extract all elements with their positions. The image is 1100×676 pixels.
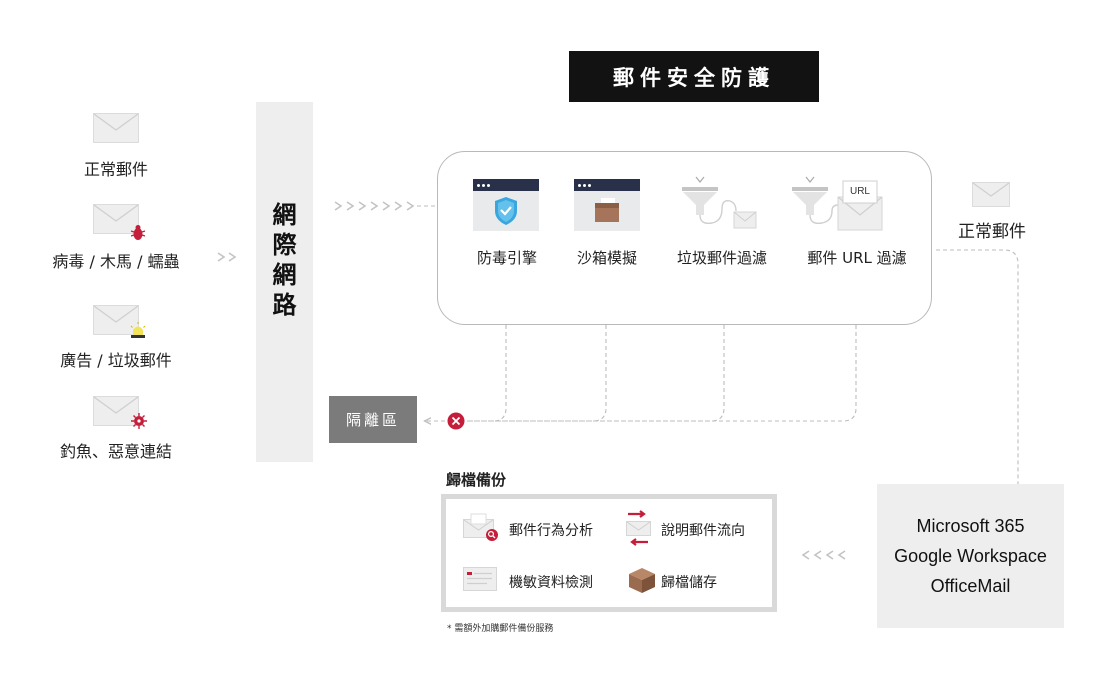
drop-line-3 <box>467 283 725 422</box>
drop-line-4 <box>467 283 857 422</box>
step-label-url-filter: 郵件 URL 過濾 <box>807 249 907 267</box>
bug-icon <box>130 225 146 240</box>
chevrons-to-protection <box>334 201 415 211</box>
internet-column <box>256 102 313 462</box>
source-label-spam: 廣告 / 垃圾郵件 <box>60 351 172 370</box>
chevrons-to-archive <box>801 550 846 560</box>
archive-item-storage: 歸檔儲存 <box>661 575 717 591</box>
funnel-url-icon <box>792 176 883 231</box>
shield-check-icon <box>473 179 539 231</box>
archive-item-flow: 說明郵件流向 <box>661 523 745 539</box>
source-label-virus: 病毒 / 木馬 / 蠕蟲 <box>52 252 180 271</box>
quarantine-box: 隔離區 <box>329 396 417 443</box>
internet-label: 網 際 網 路 <box>272 201 297 319</box>
archive-note: * 需額外加購郵件備份服務 <box>447 624 554 634</box>
archive-box <box>441 494 777 612</box>
envelope-search-icon <box>463 513 498 541</box>
envelope-flow-icon <box>626 510 651 546</box>
provider-officemail: OfficeMail <box>930 575 1011 596</box>
step-label-sandbox: 沙箱模擬 <box>576 249 637 267</box>
archive-box-icon <box>629 568 655 593</box>
sandbox-box-icon <box>574 179 640 231</box>
page-title: 郵件安全防護 <box>569 51 819 102</box>
envelope-icon <box>93 113 139 143</box>
url-badge: URL <box>849 186 870 197</box>
malware-icon <box>131 413 147 429</box>
provider-microsoft-365: Microsoft 365 <box>916 515 1025 536</box>
drop-line-1 <box>467 283 507 422</box>
reject-x-icon <box>447 412 465 430</box>
envelope-icon <box>93 204 139 234</box>
step-label-antivirus: 防毒引擎 <box>476 249 537 267</box>
source-label-phishing: 釣魚、惡意連結 <box>59 442 172 461</box>
archive-title: 歸檔備份 <box>446 471 507 489</box>
envelope-icon <box>93 305 139 335</box>
document-scan-icon <box>463 567 497 591</box>
output-label: 正常郵件 <box>958 222 1026 242</box>
envelope-icon <box>972 182 1010 207</box>
archive-item-sensitive: 機敏資料檢測 <box>509 575 593 591</box>
step-label-spam-filter: 垃圾郵件過濾 <box>676 249 767 267</box>
chevrons-to-internet <box>217 252 237 262</box>
archive-item-behavior: 郵件行為分析 <box>509 523 593 539</box>
output-to-provider <box>936 249 1019 484</box>
drop-line-2 <box>467 283 607 422</box>
alert-lamp-icon <box>130 322 146 338</box>
source-label-normal: 正常郵件 <box>83 160 148 179</box>
mail-provider-box: Microsoft 365 Google Workspace OfficeMai… <box>877 484 1064 628</box>
provider-google-workspace: Google Workspace <box>894 545 1047 566</box>
funnel-envelope-icon <box>682 176 757 229</box>
